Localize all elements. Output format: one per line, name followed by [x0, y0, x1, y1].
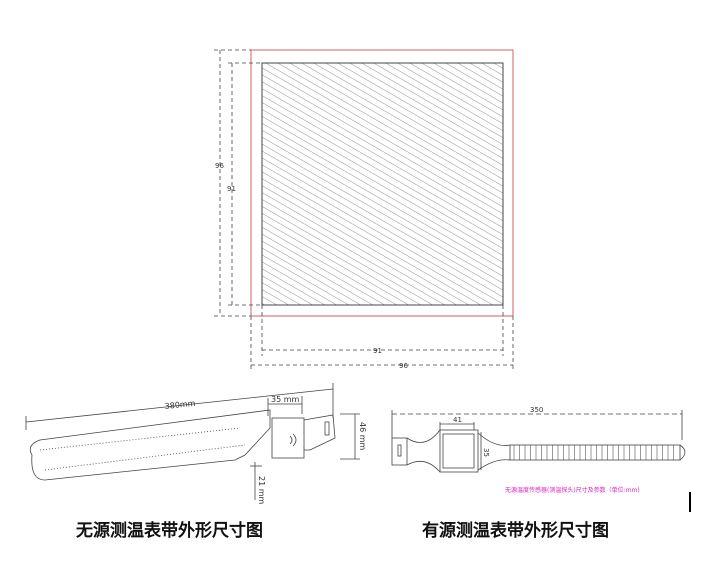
- dim-passive-height: 46 mm: [358, 422, 367, 451]
- active-strap-drawing: [391, 410, 686, 473]
- square-plate-drawing: 96 91 91 96: [214, 49, 514, 370]
- active-strap-caption: 无源温度传感器(测温探头)尺寸及参数（单位:mm): [505, 487, 640, 494]
- active-strap-title: 有源测温表带外形尺寸图: [422, 521, 609, 541]
- passive-strap-title: 无源测温表带外形尺寸图: [76, 521, 263, 541]
- outer-outline: [250, 49, 514, 317]
- dim-passive-sensor-width: 35 mm: [271, 395, 300, 404]
- dim-inner-vertical: 91: [227, 185, 236, 193]
- text-cursor: [689, 492, 691, 512]
- hatched-panel: [261, 62, 504, 306]
- dim-outer-horizontal: 96: [399, 362, 408, 370]
- dim-outer-vertical: 96: [215, 162, 224, 170]
- dim-active-length: 350: [530, 406, 543, 414]
- passive-strap-drawing: [25, 383, 360, 500]
- dim-active-sensor-width: 41: [453, 416, 462, 424]
- strap-ribs: [513, 445, 674, 460]
- dim-passive-length: 380mm: [164, 399, 196, 411]
- dim-passive-strap-width: 21 mm: [257, 476, 266, 505]
- dim-inner-horizontal: 91: [373, 347, 382, 355]
- dim-active-sensor-height: 35: [482, 448, 490, 457]
